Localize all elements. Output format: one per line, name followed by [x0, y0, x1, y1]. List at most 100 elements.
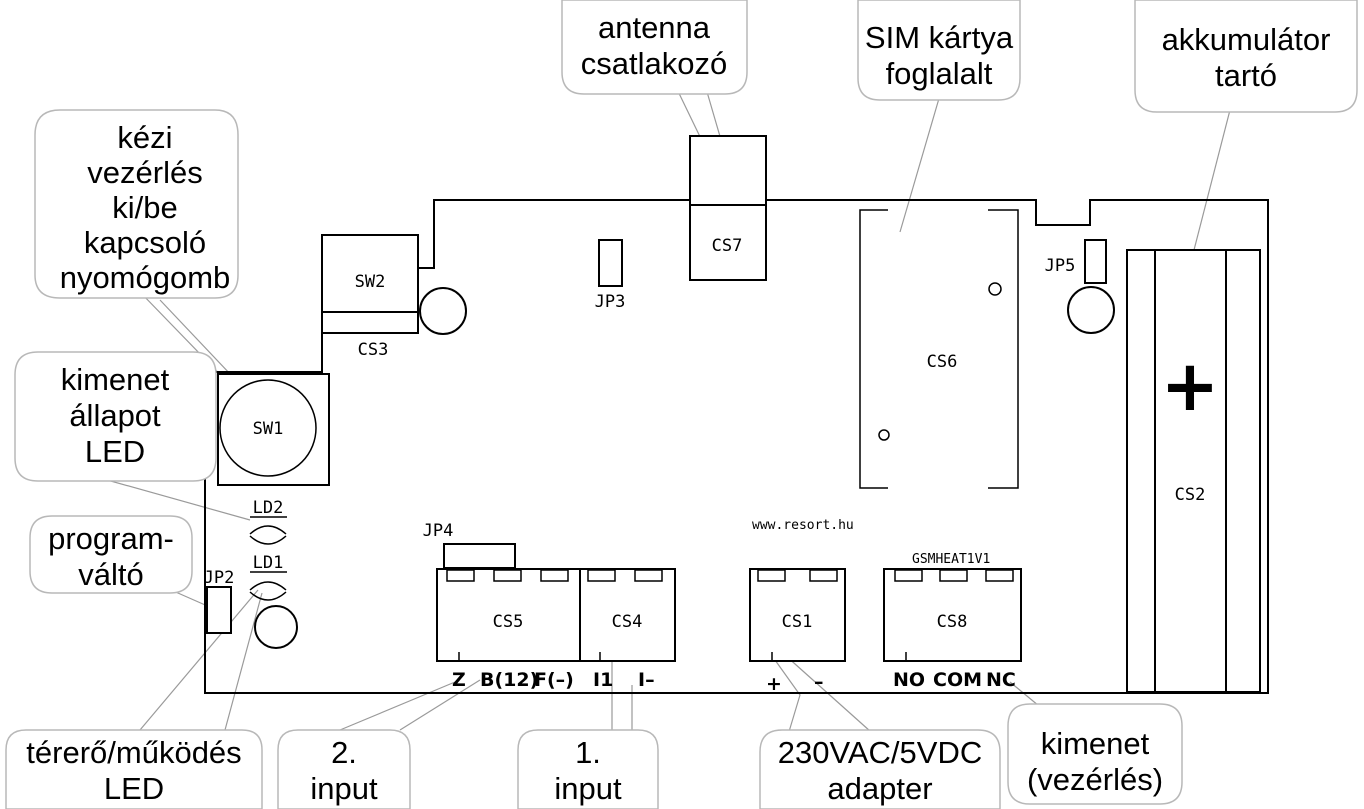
cs5-body [436, 568, 581, 662]
jp4-body [443, 543, 516, 569]
callout-output-ctrl: kimenet (vezérlés) [1007, 703, 1183, 805]
callout-battery-line2: tartó [1215, 58, 1277, 93]
pin-no: NO [893, 669, 925, 691]
pin-f-minus: F(–) [534, 669, 574, 691]
ld2-led-arc-2 [249, 535, 287, 545]
cs1-body [749, 568, 846, 662]
cs3-label: CS3 [358, 340, 389, 360]
mounting-hole-bottom-left [254, 605, 298, 649]
cs6-bracket-right [988, 209, 1019, 489]
website-silkscreen: www.resort.hu [752, 518, 854, 533]
cs4-body [579, 568, 676, 662]
sw1-button [219, 379, 317, 477]
cs4-pin1 [587, 569, 616, 582]
callout-manual-switch-line2: vezérlés [87, 155, 202, 190]
pin-i1: I1 [593, 669, 613, 691]
callout-manual-switch-line5: nyomógomb [60, 260, 231, 295]
ld2-led-arc [249, 525, 287, 535]
pin-com: COM [933, 669, 982, 691]
callout-antenna-line1: antenna [598, 10, 711, 45]
jp3-label: JP3 [595, 292, 626, 312]
jp4-label: JP4 [423, 521, 454, 541]
leader-signal-led [139, 589, 259, 731]
cs4-pin2 [634, 569, 663, 582]
battery-plus-symbol: + [1161, 345, 1220, 427]
callout-manual-switch-line3: ki/be [112, 190, 177, 225]
callout-adapter: 230VAC/5VDC adapter [759, 729, 1001, 809]
leader-adapter-2 [784, 654, 881, 741]
callout-signal-led-line1: térerő/működés [26, 735, 241, 770]
pin-minus: – [814, 671, 824, 693]
cs2-body [1126, 249, 1261, 693]
cs5-pin1 [446, 569, 475, 582]
callout-antenna-line2: csatlakozó [581, 46, 727, 81]
cs6-bracket-left [859, 209, 888, 489]
pin-b12: B(12) [480, 669, 538, 691]
leader-input2-2 [399, 679, 481, 731]
cs8-pin1 [894, 569, 923, 582]
leader-sim [899, 94, 941, 233]
callout-battery-line1: akkumulátor [1162, 22, 1331, 57]
cs5-label: CS5 [493, 612, 524, 632]
cs8-body [883, 568, 1022, 662]
cs1-label: CS1 [782, 612, 813, 632]
callout-signal-led: térerő/működés LED [5, 729, 263, 809]
jp2-body [206, 586, 232, 634]
callout-output-led-line3: LED [85, 434, 145, 469]
callout-input1: 1. input [517, 729, 659, 809]
callout-output-ctrl-line1: kimenet [1041, 726, 1150, 761]
callout-adapter-line2: adapter [827, 771, 932, 806]
callout-program-switch-line2: váltó [78, 557, 143, 592]
ld1-label: LD1 [253, 553, 284, 573]
sw2-body [321, 234, 419, 334]
callout-sim-line2: foglalalt [886, 56, 993, 91]
cs5-pin2 [493, 569, 522, 582]
cs6-pin-hole-2 [878, 429, 890, 441]
ld2-label: LD2 [253, 498, 284, 518]
cs8-pin3 [985, 569, 1014, 582]
leader-signal-led-2 [224, 592, 263, 731]
ld1-led-arc [249, 581, 287, 591]
pin-plus: + [766, 673, 782, 695]
callout-sim-line1: SIM kártya [865, 20, 1014, 55]
callout-output-led: kimenet állapot LED [14, 351, 217, 482]
leader-adapter [774, 659, 801, 746]
jp3-body [598, 239, 623, 287]
callout-output-ctrl-line2: (vezérlés) [1027, 762, 1163, 797]
callout-input2-line1: 2. [331, 735, 357, 770]
callout-adapter-line1: 230VAC/5VDC [778, 735, 982, 770]
callout-program-switch: program- váltó [29, 515, 193, 594]
ld1-led-arc-2 [249, 591, 287, 601]
callout-input2-line2: input [310, 771, 378, 806]
cs5-pin3 [540, 569, 569, 582]
callout-input1-line2: input [554, 771, 622, 806]
board-id-silkscreen: GSMHEAT1V1 [912, 552, 990, 567]
cs2-label: CS2 [1175, 485, 1206, 505]
mounting-hole-right [1067, 286, 1115, 334]
pin-i-minus: I– [638, 669, 655, 691]
jp5-label: JP5 [1045, 256, 1076, 276]
callout-manual-switch-line1: kézi [117, 120, 172, 155]
pin-nc: NC [986, 669, 1016, 691]
leader-input2 [339, 681, 456, 731]
sw2-label: SW2 [355, 272, 386, 292]
leader-output-led [99, 477, 251, 521]
cs7-label: CS7 [712, 236, 743, 256]
callout-sim: SIM kártya foglalalt [857, 0, 1021, 101]
pcb-outline [204, 199, 1269, 694]
cs4-label: CS4 [612, 612, 643, 632]
callout-signal-led-line2: LED [104, 771, 164, 806]
mounting-hole-left [419, 287, 467, 335]
callout-manual-switch: kézi vezérlés ki/be kapcsoló nyomógomb [34, 109, 239, 299]
cs7-body [689, 135, 767, 281]
cs8-pin2 [939, 569, 968, 582]
cs6-pin-hole [988, 282, 1002, 296]
callout-antenna: antenna csatlakozó [561, 0, 748, 95]
cs1-pin1 [757, 569, 786, 582]
jp5-body [1084, 239, 1107, 284]
cs8-label: CS8 [937, 612, 968, 632]
callout-output-led-line1: kimenet [61, 362, 170, 397]
callout-input1-line1: 1. [575, 735, 601, 770]
jp2-label: JP2 [204, 568, 235, 588]
